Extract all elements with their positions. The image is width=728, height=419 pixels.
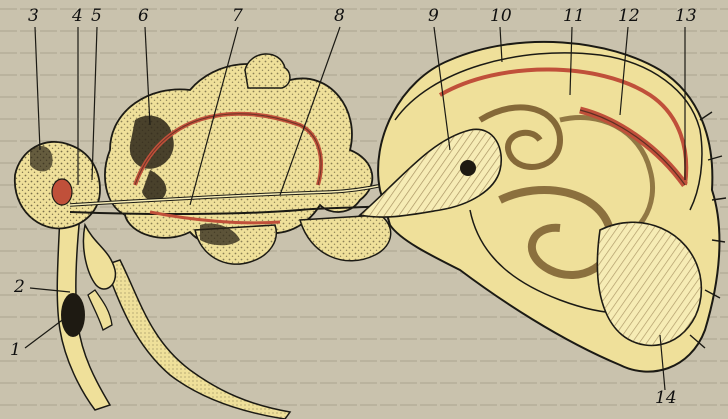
label-9: 9 <box>428 8 439 25</box>
label-13: 13 <box>675 8 697 25</box>
label-5: 5 <box>91 8 102 25</box>
label-1: 1 <box>10 342 21 359</box>
label-10: 10 <box>490 8 512 25</box>
label-2: 2 <box>14 279 25 296</box>
label-4: 4 <box>72 8 83 25</box>
label-3: 3 <box>28 8 39 25</box>
label-14: 14 <box>655 390 677 407</box>
label-11: 11 <box>563 8 585 25</box>
red-nucleus <box>52 179 72 205</box>
label-12: 12 <box>618 8 640 25</box>
label-7: 7 <box>232 8 243 25</box>
label-8: 8 <box>334 8 345 25</box>
label-6: 6 <box>138 8 149 25</box>
dark-gland <box>61 293 85 337</box>
